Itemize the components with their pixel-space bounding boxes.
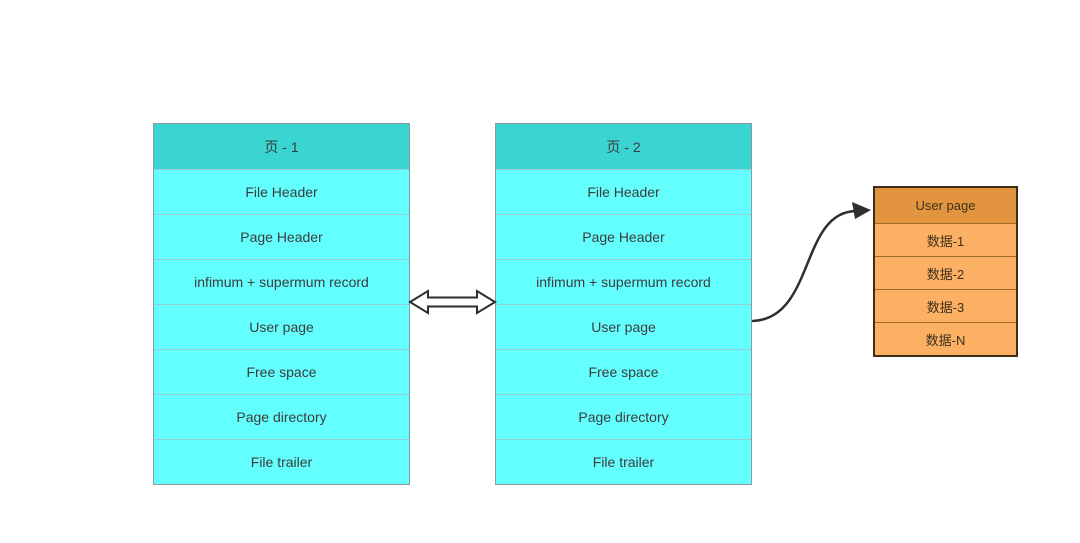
user-page-detail-row-data-2: 数据-2 bbox=[875, 256, 1016, 289]
double-headed-arrow-icon bbox=[408, 289, 497, 315]
page-1-row-user-page: User page bbox=[154, 304, 409, 349]
page-2-row-infimum-supermum: infimum + supermum record bbox=[496, 259, 751, 304]
page-1-row-page-directory: Page directory bbox=[154, 394, 409, 439]
page-1-title: 页 - 1 bbox=[154, 124, 409, 169]
user-page-detail-row-data-3: 数据-3 bbox=[875, 289, 1016, 322]
page-2-row-file-trailer: File trailer bbox=[496, 439, 751, 484]
user-page-detail-row-data-1: 数据-1 bbox=[875, 223, 1016, 256]
page-1-row-page-header: Page Header bbox=[154, 214, 409, 259]
user-page-detail-row-data-n: 数据-N bbox=[875, 322, 1016, 355]
curved-arrow-head-icon bbox=[852, 202, 871, 219]
page-2-title: 页 - 2 bbox=[496, 124, 751, 169]
page-table-1: 页 - 1 File Header Page Header infimum + … bbox=[153, 123, 410, 485]
page-1-row-file-header: File Header bbox=[154, 169, 409, 214]
page-2-row-page-header: Page Header bbox=[496, 214, 751, 259]
user-page-detail-title: User page bbox=[875, 188, 1016, 223]
curved-arrow-icon bbox=[751, 209, 858, 323]
page-2-row-user-page: User page bbox=[496, 304, 751, 349]
page-1-row-infimum-supermum: infimum + supermum record bbox=[154, 259, 409, 304]
user-page-detail-table: User page 数据-1 数据-2 数据-3 数据-N bbox=[873, 186, 1018, 357]
page-2-row-file-header: File Header bbox=[496, 169, 751, 214]
page-1-row-free-space: Free space bbox=[154, 349, 409, 394]
page-2-row-page-directory: Page directory bbox=[496, 394, 751, 439]
page-1-row-file-trailer: File trailer bbox=[154, 439, 409, 484]
page-2-row-free-space: Free space bbox=[496, 349, 751, 394]
page-table-2: 页 - 2 File Header Page Header infimum + … bbox=[495, 123, 752, 485]
